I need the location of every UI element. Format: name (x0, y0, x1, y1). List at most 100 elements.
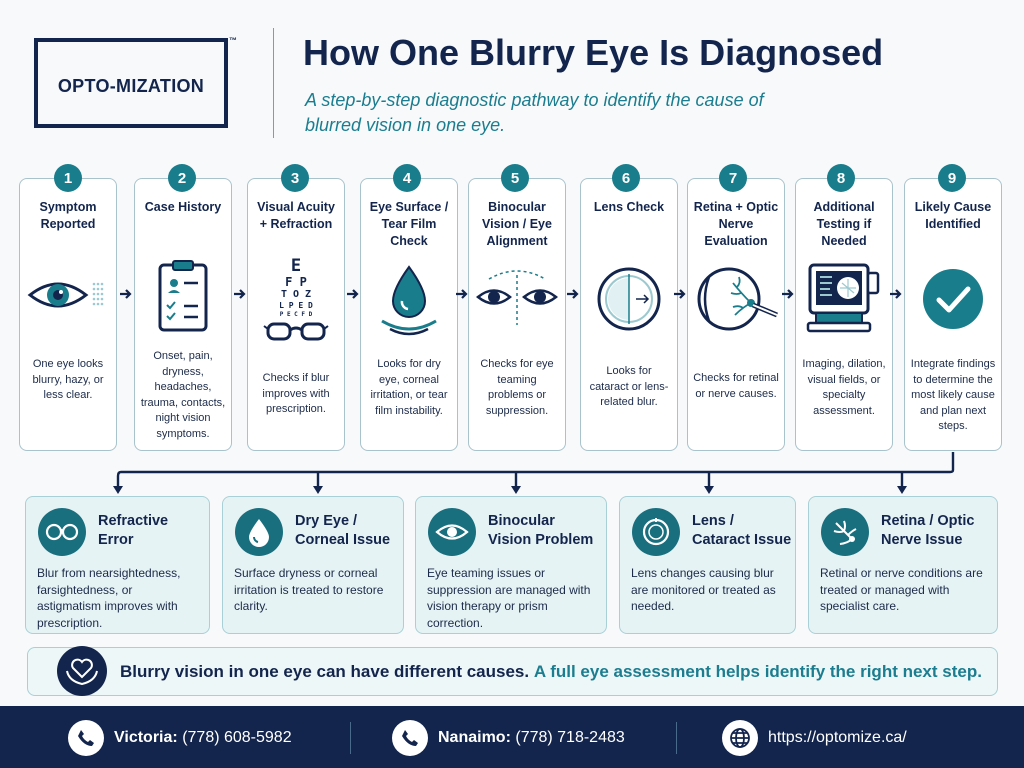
footer: Victoria: (778) 608-5982 Nanaimo: (778) … (0, 706, 1024, 768)
retina-icon (693, 263, 779, 340)
step-5-description: Checks for eye teaming problems or suppr… (480, 358, 554, 417)
step-4-number: 4 (393, 164, 421, 192)
globe-icon (722, 720, 758, 756)
arrow-right-icon (889, 287, 903, 306)
step-4-description: Looks for dry eye, corneal irritation, o… (370, 358, 448, 417)
outcome-5-title: Retina / Optic Nerve Issue (881, 513, 975, 548)
website-link[interactable]: https://optomize.ca/ (768, 729, 907, 746)
step-7-card: Retina + Optic Nerve Evaluation Checks f… (687, 178, 785, 451)
footer-divider (676, 722, 677, 754)
footer-website[interactable]: https://optomize.ca/ (722, 720, 907, 756)
lens-icon (632, 508, 680, 556)
step-4-card: Eye Surface / Tear Film Check Looks for … (360, 178, 458, 451)
step-3-description: Checks if blur improves with prescriptio… (262, 372, 330, 415)
outcome-1-description: Blur from nearsightedness, farsightednes… (37, 566, 181, 630)
retina-icon (821, 508, 869, 556)
arrow-right-icon (119, 287, 133, 306)
step-2-description: Onset, pain, dryness, headaches, trauma,… (140, 350, 226, 440)
outcome-4-title: Lens / Cataract Issue (692, 513, 792, 548)
step-5-title: Binocular Vision / Eye Alignment (482, 200, 552, 248)
lens-icon (594, 264, 664, 339)
step-9-number: 9 (938, 164, 966, 192)
footer-victoria[interactable]: Victoria: (778) 608-5982 (68, 720, 292, 756)
step-4-title: Eye Surface / Tear Film Check (369, 200, 449, 248)
step-9-card: Likely Cause Identified Integrate findin… (904, 178, 1002, 451)
step-8-card: Additional Testing if Needed Imaging, di… (795, 178, 893, 451)
page-subtitle: A step-by-step diagnostic pathway to ide… (305, 90, 764, 135)
phone-icon (68, 720, 104, 756)
checkmark-icon (921, 267, 985, 336)
step-6-number: 6 (612, 164, 640, 192)
arrow-right-icon (673, 287, 687, 306)
step-7-number: 7 (719, 164, 747, 192)
outcome-3-description: Eye teaming issues or suppression are ma… (427, 566, 591, 630)
eye-icon (428, 508, 476, 556)
phone-icon (392, 720, 428, 756)
footer-nanaimo[interactable]: Nanaimo: (778) 718-2483 (392, 720, 625, 756)
step-1-card: Symptom Reported One eye looks blurry, h… (19, 178, 117, 451)
outcome-2-description: Surface dryness or corneal irritation is… (234, 566, 384, 613)
outcome-refractive-error: Refractive Error Blur from nearsightedne… (25, 496, 210, 634)
step-9-title: Likely Cause Identified (914, 200, 992, 231)
victoria-phone[interactable]: (778) 608-5982 (182, 729, 292, 746)
step-2-number: 2 (168, 164, 196, 192)
outcome-lens-cataract: Lens / Cataract Issue Lens changes causi… (619, 496, 796, 634)
step-6-card: Lens Check Looks for cataract or lens-re… (580, 178, 678, 451)
outcome-retina-optic-nerve: Retina / Optic Nerve Issue Retinal or ne… (808, 496, 998, 634)
step-7-title: Retina + Optic Nerve Evaluation (693, 200, 779, 248)
outcome-3-title: Binocular Vision Problem (488, 513, 594, 548)
step-3-card: Visual Acuity + Refraction E F P T O Z L… (247, 178, 345, 451)
glasses-icon (263, 322, 329, 341)
logo-frame: OPTO-MIZATION (34, 38, 228, 128)
step-6-description: Looks for cataract or lens-related blur. (589, 365, 669, 408)
eye-chart-icon: E F P T O Z L P E D P E C F D (261, 257, 331, 343)
arrow-right-icon (455, 287, 469, 306)
drop-icon (235, 508, 283, 556)
clipboard-icon (157, 259, 209, 338)
step-3-title: Visual Acuity + Refraction (257, 200, 335, 231)
summary-strong: Blurry vision in one eye can have differ… (120, 662, 530, 681)
arrow-right-icon (566, 287, 580, 306)
step-1-number: 1 (54, 164, 82, 192)
trademark-mark: ™ (229, 36, 237, 45)
summary-banner: Blurry vision in one eye can have differ… (27, 646, 998, 696)
step-5-card: Binocular Vision / Eye Alignment Checks … (468, 178, 566, 451)
outcome-2-title: Dry Eye / Corneal Issue (295, 513, 391, 548)
victoria-label: Victoria: (114, 729, 178, 746)
outcome-4-description: Lens changes causing blur are monitored … (631, 566, 776, 613)
step-1-title: Symptom Reported (39, 200, 97, 231)
footer-divider (350, 722, 351, 754)
step-6-title: Lens Check (593, 200, 665, 214)
imaging-device-icon (804, 259, 884, 340)
page-title: How One Blurry Eye Is Diagnosed (303, 32, 884, 73)
summary-accent: A full eye assessment helps identify the… (533, 662, 982, 681)
tear-drop-icon (374, 263, 444, 344)
heart-hands-icon (57, 646, 107, 696)
step-2-title: Case History (144, 200, 222, 214)
header-divider (273, 28, 274, 138)
step-8-description: Imaging, dilation, visual fields, or spe… (802, 358, 886, 417)
outcome-dry-eye: Dry Eye / Corneal Issue Surface dryness … (222, 496, 404, 634)
step-8-number: 8 (827, 164, 855, 192)
step-9-description: Integrate findings to determine the most… (910, 358, 996, 432)
arrow-right-icon (781, 287, 795, 306)
step-3-number: 3 (281, 164, 309, 192)
glasses-icon (38, 508, 86, 556)
nanaimo-phone[interactable]: (778) 718-2483 (515, 729, 625, 746)
outcome-1-title: Refractive Error (98, 513, 169, 548)
eyes-alignment-icon (475, 267, 559, 332)
outcome-connector (113, 452, 955, 494)
outcome-5-description: Retinal or nerve conditions are treated … (820, 566, 983, 613)
step-2-card: Case History Onset, pain, dryness, heada… (134, 178, 232, 451)
step-5-number: 5 (501, 164, 529, 192)
step-7-description: Checks for retinal or nerve causes. (693, 372, 779, 400)
logo-text: OPTO-MIZATION (38, 76, 224, 97)
outcome-binocular-vision: Binocular Vision Problem Eye teaming iss… (415, 496, 607, 634)
summary-text: Blurry vision in one eye can have differ… (120, 662, 982, 682)
step-8-title: Additional Testing if Needed (813, 200, 875, 248)
step-1-description: One eye looks blurry, hazy, or less clea… (32, 358, 104, 401)
arrow-right-icon (346, 287, 360, 306)
arrow-right-icon (233, 287, 247, 306)
eye-icon (26, 274, 110, 321)
nanaimo-label: Nanaimo: (438, 729, 511, 746)
